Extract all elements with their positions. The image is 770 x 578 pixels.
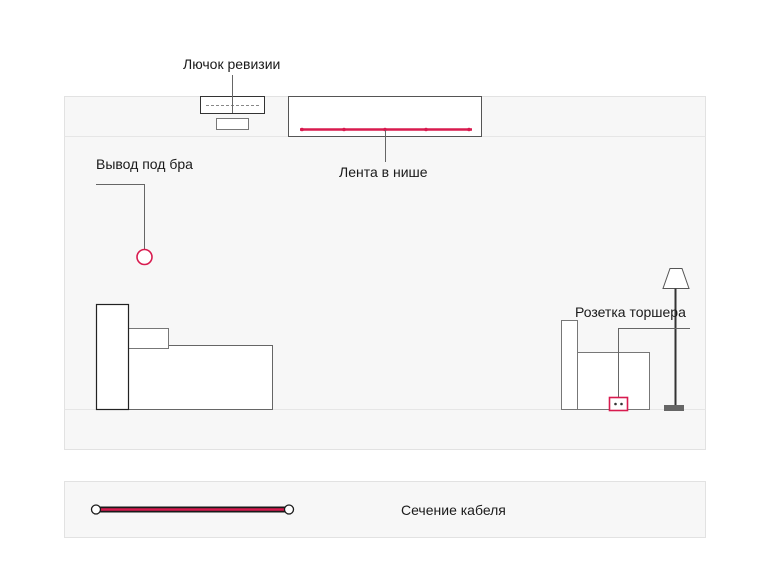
cable-legend-line — [90, 504, 295, 515]
niche-strip-label: Лента в нише — [339, 164, 428, 180]
lamp-socket-marker — [608, 396, 629, 412]
hatch-label: Лючок ревизии — [183, 56, 281, 72]
sconce-outlet-marker — [136, 248, 153, 266]
lamp-shade — [662, 268, 690, 289]
bed — [95, 303, 273, 411]
floor-lamp — [662, 268, 690, 411]
cable-section-label: Сечение кабеля — [401, 502, 506, 518]
lamp-socket-label: Розетка торшера — [575, 304, 686, 320]
led-strip — [300, 127, 472, 132]
sconce-leader-line — [96, 184, 145, 249]
lamp-base — [664, 405, 684, 411]
sconce-outlet-label: Вывод под бра — [96, 156, 193, 172]
lamp-socket-leader-line — [618, 328, 690, 397]
armchair — [561, 320, 650, 410]
